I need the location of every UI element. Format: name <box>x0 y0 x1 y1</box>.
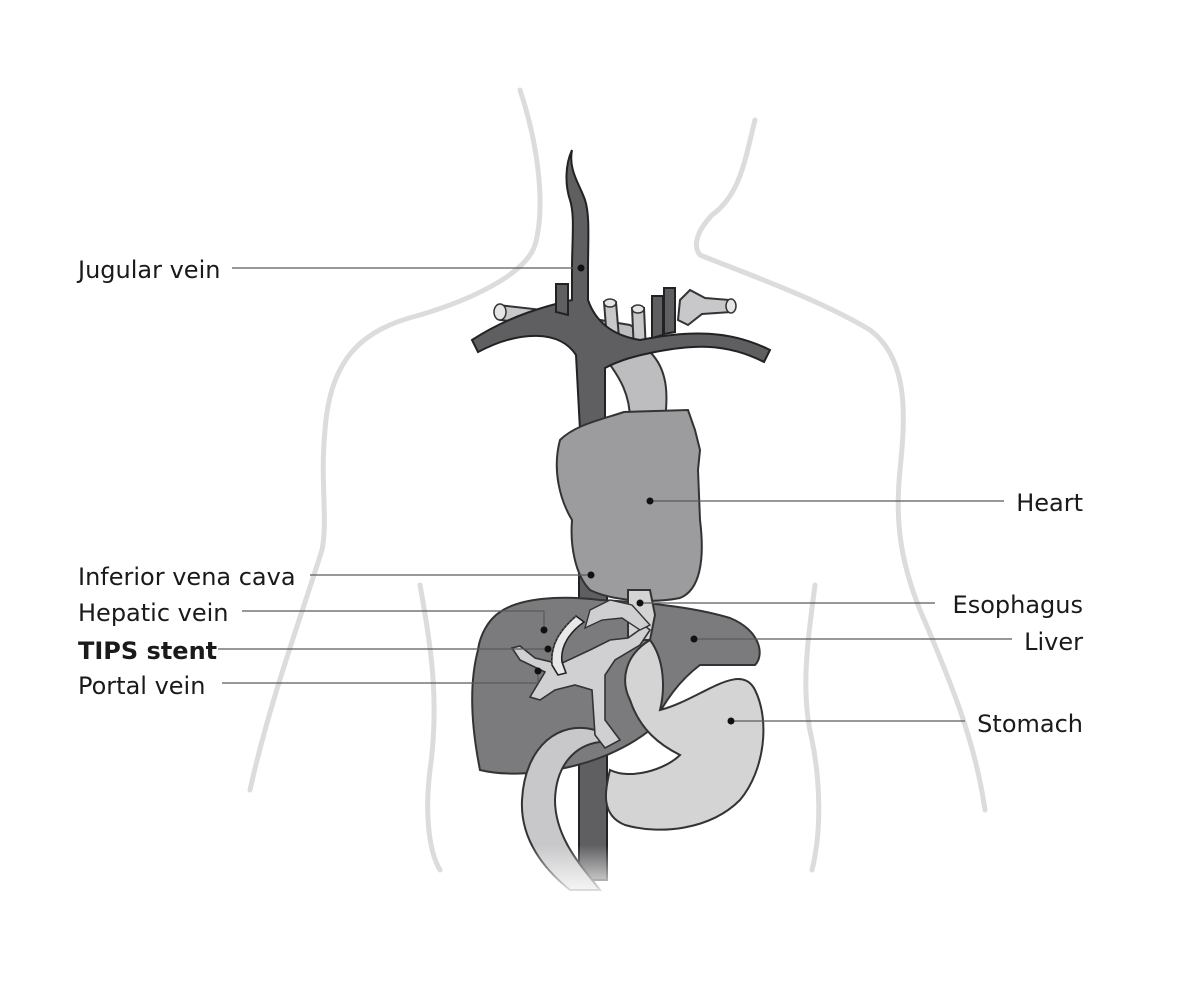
label-inferior-vena-cava: Inferior vena cava <box>78 563 296 591</box>
leader-lines <box>218 264 1012 725</box>
label-portal-vein: Portal vein <box>78 672 205 700</box>
label-hepatic-vein: Hepatic vein <box>78 599 229 627</box>
label-tips-stent: TIPS stent <box>78 637 217 665</box>
label-liver: Liver <box>1024 628 1083 656</box>
heart <box>555 408 703 602</box>
bottom-fade <box>500 845 660 900</box>
tips-stent <box>551 614 586 676</box>
body-outline <box>247 87 988 873</box>
label-stomach: Stomach <box>977 710 1083 738</box>
stomach <box>604 638 765 831</box>
label-esophagus: Esophagus <box>953 591 1083 619</box>
labels: Jugular vein Heart Inferior vena cava He… <box>76 256 1083 738</box>
label-jugular-vein: Jugular vein <box>76 256 220 284</box>
label-heart: Heart <box>1016 489 1083 517</box>
portal-vein <box>510 599 652 750</box>
